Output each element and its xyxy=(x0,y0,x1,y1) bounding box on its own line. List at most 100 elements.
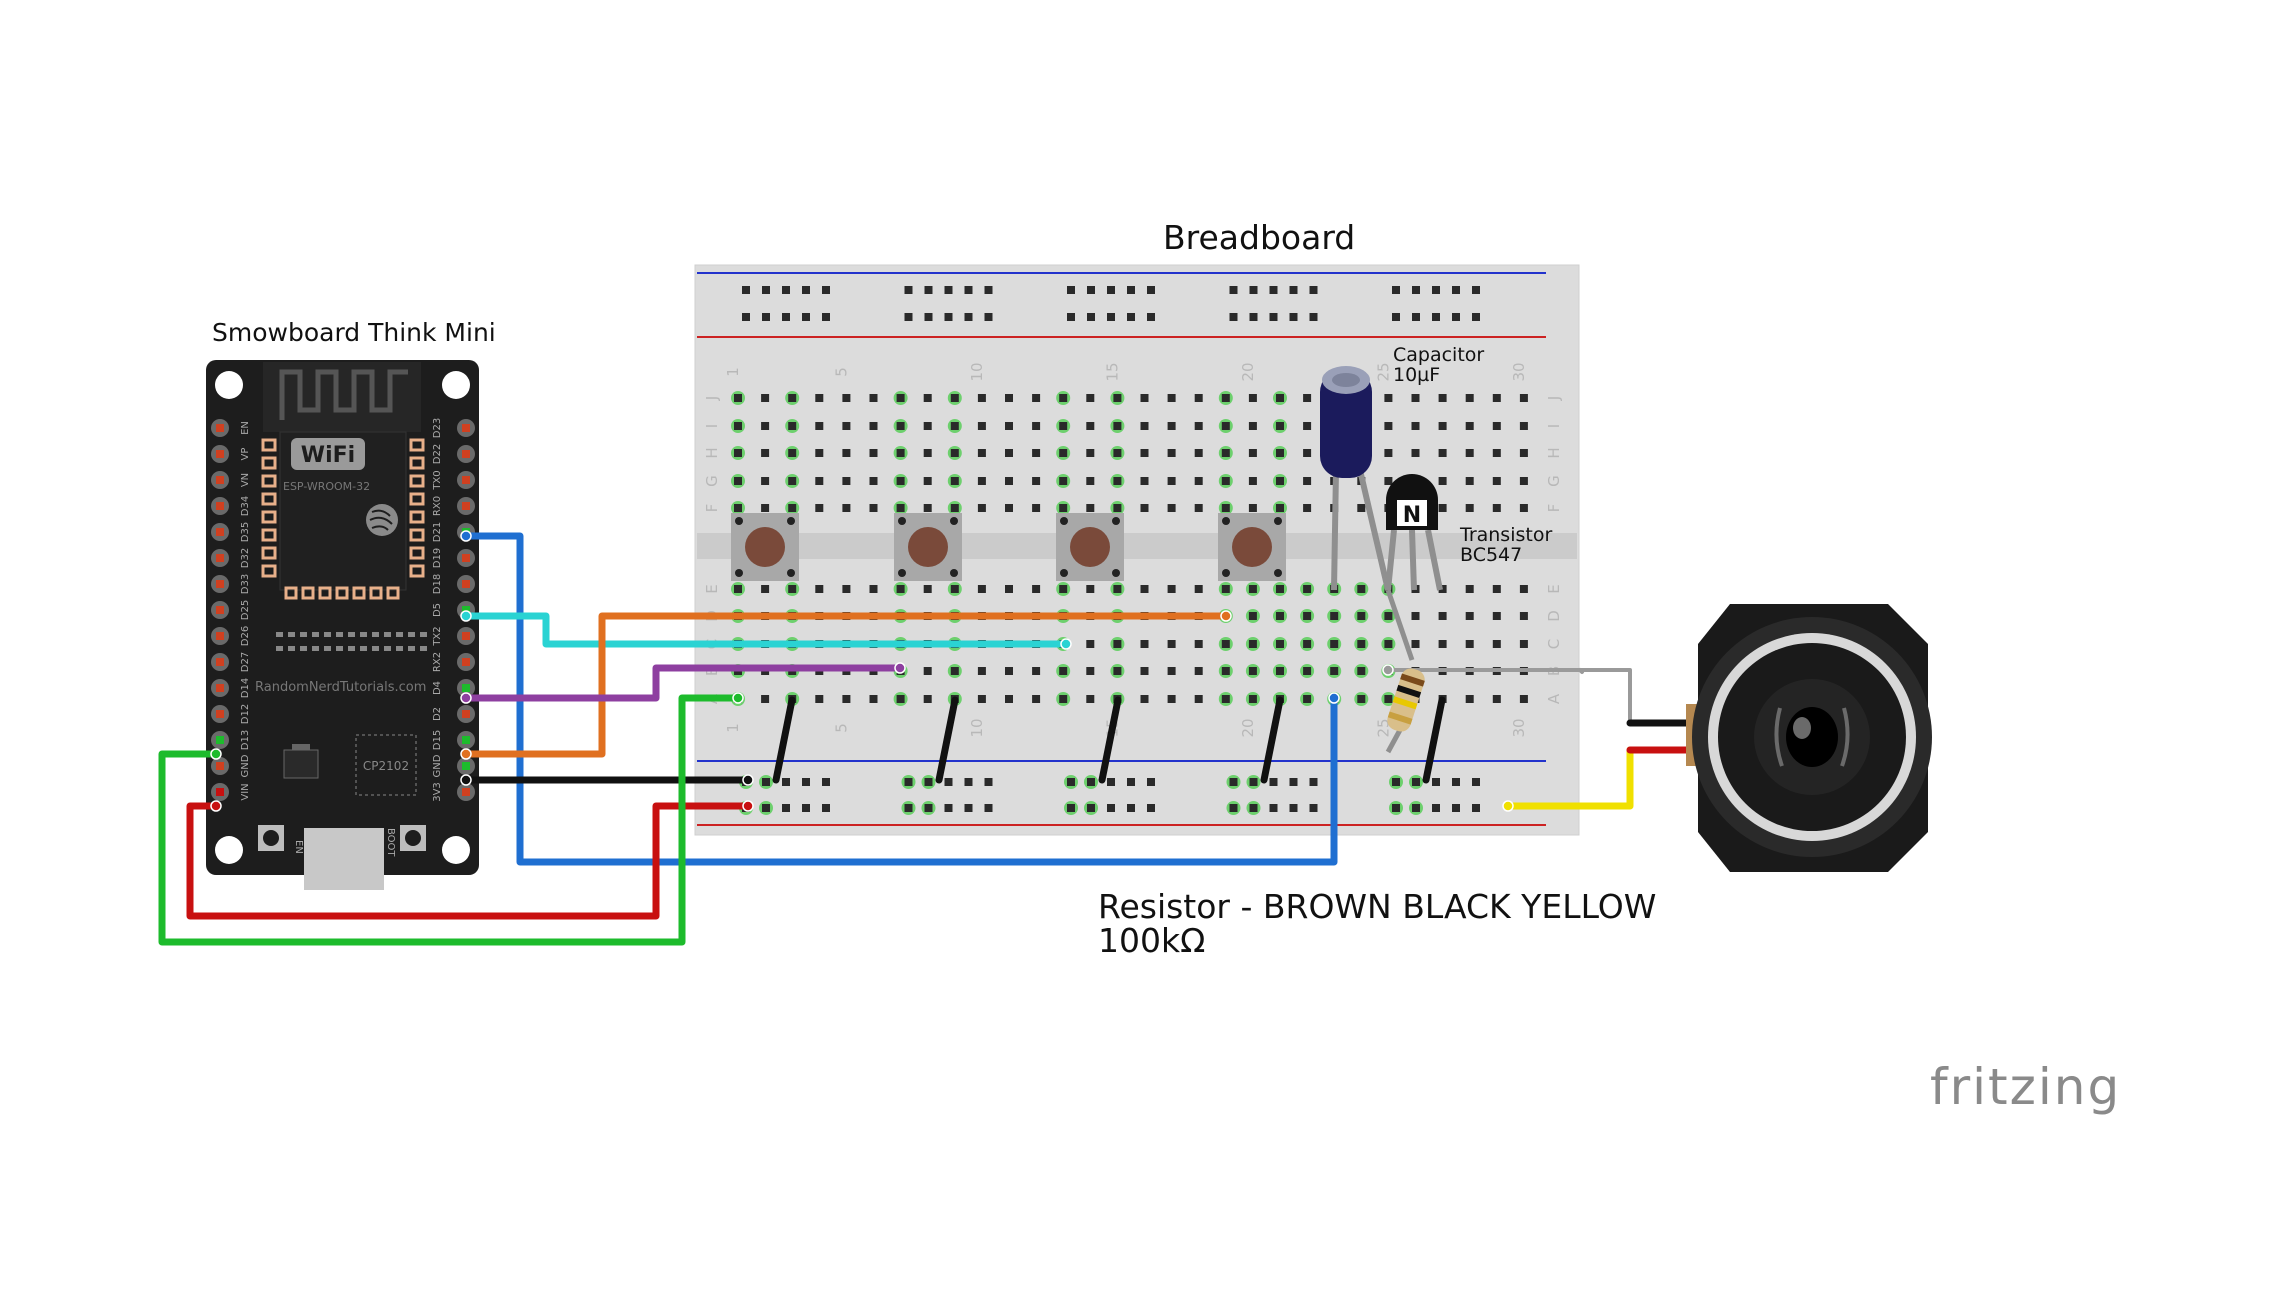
breadboard-hole xyxy=(1357,667,1366,675)
breadboard-row-letter: G xyxy=(1545,475,1563,487)
smd-component xyxy=(324,632,331,637)
breadboard-hole xyxy=(1127,778,1135,786)
pushbutton-4[interactable] xyxy=(1218,513,1286,581)
breadboard-column-number: 25 xyxy=(1374,362,1392,381)
mcu-pin xyxy=(462,476,470,484)
breadboard-hole xyxy=(1147,286,1155,294)
breadboard-hole xyxy=(1059,667,1068,675)
breadboard-hole xyxy=(815,394,824,402)
breadboard-hole xyxy=(1087,804,1095,812)
breadboard-hole xyxy=(1289,286,1298,294)
breadboard-hole xyxy=(977,449,986,457)
resistor-band-brown xyxy=(1400,673,1425,687)
breadboard-hole xyxy=(1167,667,1176,675)
resistor-value: 100kΩ xyxy=(1098,921,1206,960)
breadboard-hole xyxy=(923,394,932,402)
transistor-lead-c xyxy=(1425,529,1443,591)
breadboard-hole xyxy=(822,313,830,321)
breadboard-hole xyxy=(1059,477,1068,485)
breadboard-hole xyxy=(1438,394,1447,402)
breadboard-hole xyxy=(950,667,959,675)
breadboard-hole xyxy=(1438,612,1447,620)
breadboard-hole xyxy=(1032,585,1041,593)
module-pad xyxy=(409,528,425,542)
mcu-pin xyxy=(462,502,470,510)
breadboard-hole xyxy=(1330,612,1339,620)
breadboard-hole xyxy=(984,804,993,812)
pushbutton-leg xyxy=(898,569,906,577)
breadboard-hole xyxy=(1303,449,1312,457)
wires xyxy=(158,532,1704,946)
breadboard-hole xyxy=(1032,477,1041,485)
resistor-lead-top xyxy=(1385,589,1415,661)
breadboard-hole xyxy=(1289,778,1298,786)
breadboard-hole xyxy=(788,449,797,457)
breadboard-hole xyxy=(782,804,790,812)
breadboard-hole xyxy=(977,477,986,485)
breadboard-hole xyxy=(1309,286,1318,294)
pushbutton-cap[interactable] xyxy=(1070,527,1110,567)
breadboard-hole xyxy=(1357,585,1366,593)
pushbutton-2[interactable] xyxy=(894,513,962,581)
wire-endpoint xyxy=(1502,800,1514,812)
breadboard-hole xyxy=(1276,667,1284,675)
breadboard-hole xyxy=(869,504,878,512)
mcu-right-pin-label: TX0 xyxy=(432,470,443,490)
mcu-pin xyxy=(216,658,224,666)
breadboard-hole xyxy=(1303,695,1312,703)
mcu-pin xyxy=(216,762,224,770)
module-pad xyxy=(409,474,425,488)
pushbutton-cap[interactable] xyxy=(1232,527,1272,567)
mcu-pin xyxy=(216,424,224,432)
mcu-pin xyxy=(216,502,224,510)
boot-button-cap[interactable] xyxy=(405,830,421,846)
breadboard-hole xyxy=(762,313,770,321)
breadboard-hole xyxy=(1465,504,1474,512)
mcu-right-pin-label: D18 xyxy=(432,574,443,594)
breadboard-hole xyxy=(1086,695,1095,703)
breadboard-column-number: 15 xyxy=(1103,362,1121,381)
mcu-pin xyxy=(216,580,224,588)
breadboard-hole xyxy=(896,504,905,512)
pushbutton-3[interactable] xyxy=(1056,513,1124,581)
mcu-pin xyxy=(216,632,224,640)
mcu-right-pin-label: GND xyxy=(432,754,443,777)
breadboard-hole xyxy=(923,477,932,485)
speaker-dust-cap-highlight xyxy=(1793,717,1811,739)
breadboard-hole xyxy=(1113,585,1122,593)
breadboard-hole xyxy=(782,286,790,294)
transistor-lead-e xyxy=(1385,529,1397,591)
breadboard-hole xyxy=(1086,504,1095,512)
breadboard-hole xyxy=(977,667,986,675)
module-label: ESP-WROOM-32 xyxy=(283,480,370,493)
mcu-left-pin-label: GND xyxy=(240,754,251,777)
mcu-pin xyxy=(216,450,224,458)
breadboard-hole xyxy=(1032,695,1041,703)
mcu-left-pin-label: VN xyxy=(240,473,251,487)
en-button-cap[interactable] xyxy=(263,830,279,846)
breadboard-hole xyxy=(761,585,770,593)
mcu-right-pin-label: TX2 xyxy=(432,626,443,646)
breadboard-hole xyxy=(815,504,824,512)
module-pad xyxy=(261,546,277,560)
breadboard-hole xyxy=(1519,695,1528,703)
breadboard-hole xyxy=(950,422,959,430)
mcu-right-pin-label: RX2 xyxy=(432,652,443,672)
smd-component xyxy=(300,646,307,651)
breadboard-hole xyxy=(1194,640,1203,648)
breadboard-hole xyxy=(1127,804,1135,812)
breadboard-hole xyxy=(1167,449,1176,457)
pushbutton-cap[interactable] xyxy=(908,527,948,567)
breadboard-row-letter: G xyxy=(703,475,721,487)
breadboard-hole xyxy=(1107,286,1115,294)
breadboard-column-number: 10 xyxy=(968,362,986,381)
transistor-model: BC547 xyxy=(1460,544,1523,566)
mcu-title: Smowboard Think Mini xyxy=(212,318,496,347)
mcu-left-pin-label: VIN xyxy=(240,783,251,800)
breadboard-hole xyxy=(1289,313,1298,321)
pushbutton-1[interactable] xyxy=(731,513,799,581)
breadboard-hole xyxy=(1221,449,1230,457)
pushbutton-cap[interactable] xyxy=(745,527,785,567)
breadboard-hole xyxy=(977,504,986,512)
mcu-pin xyxy=(462,788,470,796)
